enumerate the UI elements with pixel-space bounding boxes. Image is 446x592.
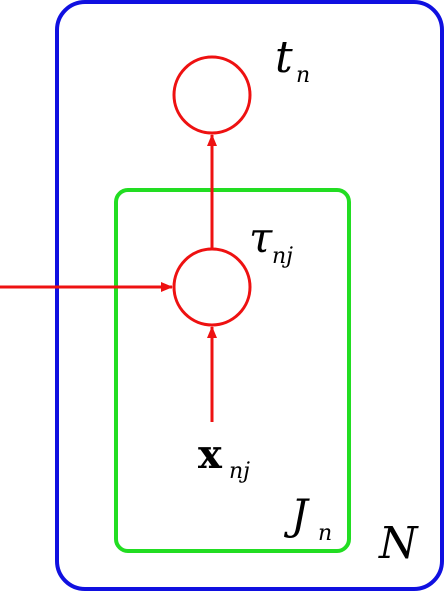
outer-plate	[55, 0, 444, 591]
node-t-circle	[172, 55, 252, 135]
label-inner-plate-sub: n	[318, 521, 332, 546]
label-t-sub: n	[296, 63, 310, 88]
label-tau: τ	[249, 213, 273, 262]
node-tau-circle	[172, 247, 252, 327]
label-inner-plate: J	[283, 490, 310, 539]
label-tau-sub: nj	[272, 244, 293, 269]
label-x: x	[198, 431, 223, 478]
label-outer-plate: N	[378, 518, 419, 569]
label-x-sub: nj	[229, 459, 250, 484]
label-t: t	[275, 32, 293, 83]
inner-plate	[114, 188, 351, 553]
